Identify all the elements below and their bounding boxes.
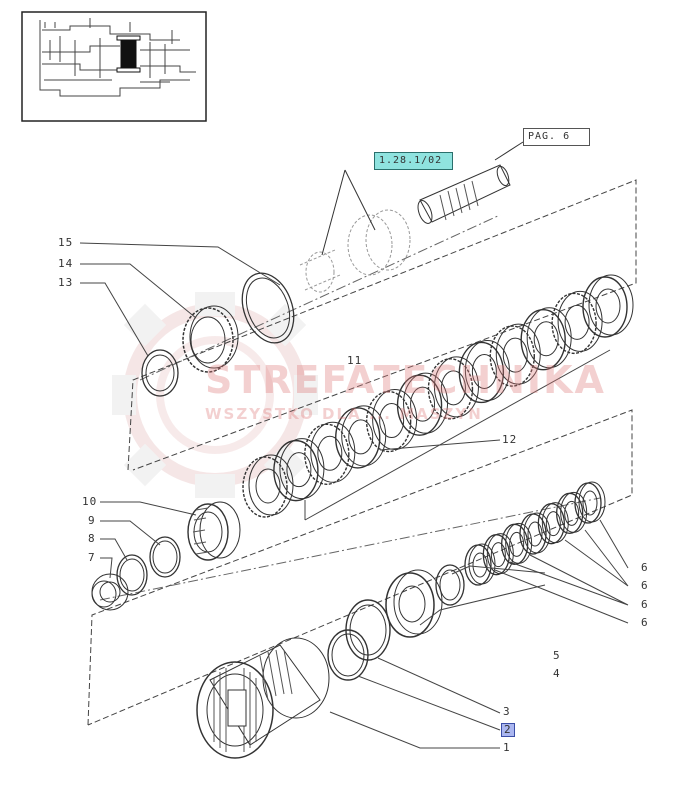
ring-5: [435, 564, 465, 606]
seal-2: [327, 629, 369, 681]
ring-13: [141, 349, 179, 397]
bracket-12: [379, 439, 501, 451]
part-label-11[interactable]: 11: [347, 354, 363, 367]
part-label-10[interactable]: 10: [82, 495, 98, 508]
part-label-5[interactable]: 5: [553, 649, 561, 662]
part-label-8[interactable]: 8: [88, 532, 96, 545]
part-label-7[interactable]: 7: [88, 551, 96, 564]
ring-9: [149, 536, 181, 578]
friction-disc: [365, 389, 418, 453]
lower-group-outline: [87, 409, 633, 726]
gear-14: [182, 305, 239, 373]
disc-spring: [519, 512, 551, 555]
axis-line-upper: [139, 214, 501, 381]
part-label-6a[interactable]: 6: [641, 561, 649, 574]
part-label-6b[interactable]: 6: [641, 579, 649, 592]
friction-disc: [489, 323, 541, 387]
disc-springs-6: [464, 481, 606, 586]
steel-disc: [582, 274, 634, 338]
disc-spring: [464, 543, 496, 586]
disc-spring: [556, 491, 588, 534]
ref-page-leader: [494, 141, 524, 161]
part-label-6c[interactable]: 6: [641, 598, 649, 611]
part-label-1[interactable]: 1: [503, 741, 511, 754]
drum-1: [196, 637, 330, 759]
steel-disc: [520, 307, 572, 371]
part-label-4[interactable]: 4: [553, 667, 561, 680]
washer-7: [91, 573, 129, 611]
steel-disc: [458, 339, 510, 404]
piston-4: [385, 569, 443, 638]
friction-disc: [427, 356, 479, 420]
inset-thumbnail: [21, 11, 207, 122]
friction-disc: [551, 290, 603, 355]
part-label-15[interactable]: 15: [58, 236, 74, 249]
part-label-3[interactable]: 3: [503, 705, 511, 718]
circlip-8: [116, 554, 148, 596]
part-label-9[interactable]: 9: [88, 514, 96, 527]
shaft-part: [417, 164, 511, 224]
part-label-6d[interactable]: 6: [641, 616, 649, 629]
leader-lines: [79, 242, 629, 749]
ref-link-page-6[interactable]: PAG. 6: [523, 128, 590, 146]
upper-group-outline: [127, 179, 637, 471]
disc-spring: [482, 533, 514, 576]
friction-disc: [304, 421, 356, 485]
disc-spring: [501, 522, 533, 565]
part-label-13[interactable]: 13: [58, 276, 74, 289]
steel-disc: [335, 405, 387, 469]
phantom-gear: [299, 209, 411, 293]
disc-spring: [537, 502, 569, 545]
clutch-disc-stack-11-12: [242, 274, 634, 518]
part-label-12[interactable]: 12: [502, 433, 518, 446]
part-label-2[interactable]: 2: [501, 723, 515, 737]
axis-line-lower: [99, 497, 601, 601]
bracket-11: [304, 349, 611, 521]
snap-ring-15: [241, 272, 295, 344]
ref-top-leaders: [321, 169, 376, 256]
part-label-14[interactable]: 14: [58, 257, 74, 270]
steel-disc: [396, 372, 449, 436]
disc-spring: [574, 481, 606, 524]
bearing-10: [187, 501, 241, 561]
ref-link-1-28-1-02[interactable]: 1.28.1/02: [374, 152, 453, 170]
